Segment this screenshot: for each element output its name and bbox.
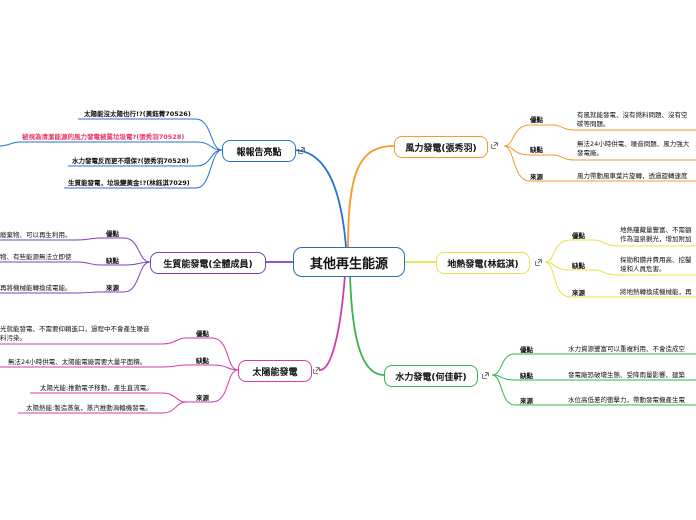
bio-source-text: 再將機械能轉換成電能。: [0, 284, 72, 292]
wind-advantage-line-1: 有風就能發電、沒有燃料問題、沒有空: [577, 111, 688, 119]
bio-source-label: 來源: [106, 284, 119, 292]
topic-wind-power[interactable]: 風力發電(張秀羽): [394, 136, 488, 158]
geo-advantage-text: 地熱蘊藏量豐富、不需額 作為溫泉觀光，增加附加: [620, 226, 692, 244]
root-topic-label: 其他再生能源: [309, 256, 388, 272]
solar-source-thermal: 太陽熱能:製造蒸氣，蒸汽推動渦輪機發電。: [26, 404, 152, 412]
wind-disadvantage-label: 缺點: [530, 146, 543, 154]
hydro-source-text: 水位高低差的衝擊力，帶動發電機產生電: [568, 396, 685, 404]
link-icon[interactable]: [298, 147, 305, 154]
link-icon[interactable]: [482, 372, 489, 379]
report-item-4[interactable]: 生質能發電，垃圾變黃金!?(林鈺淇7029): [68, 179, 190, 187]
report-item-3[interactable]: 水力發電反而更不環保?(張秀羽70528): [72, 157, 189, 165]
geo-disadvantage-line-2: 境和人員危害。: [620, 265, 666, 273]
topic-hydro-label: 水力發電(何佳軒): [395, 372, 467, 383]
topic-geothermal-power[interactable]: 地熱發電(林鈺淇): [436, 252, 530, 274]
wind-disadvantage-line-2: 發電廠。: [577, 149, 603, 157]
wind-disadvantage-line-1: 無法24小時供電、噪音問題、風力強大: [577, 140, 690, 148]
report-item-2[interactable]: 被視為清潔能源的風力發電被罵垃圾電?(張秀羽70528): [22, 133, 185, 141]
solar-advantage-text: 光就能發電、不需要仰賴進口，過程中不會產生噪音 料污染。: [0, 325, 150, 343]
wind-advantage-text: 有風就能發電、沒有燃料問題、沒有空 碳等問題。: [577, 111, 688, 129]
root-topic[interactable]: 其他再生能源: [293, 247, 405, 277]
hydro-disadvantage-text: 發電廠恐破壞生態、受降雨量影響、建築: [568, 371, 685, 379]
topic-biomass-power[interactable]: 生質能發電(全體成員): [150, 252, 266, 274]
geo-disadvantage-line-1: 探勘和鑽井費用高、挖鑿: [620, 256, 692, 264]
link-icon[interactable]: [491, 142, 498, 149]
topic-solar-power[interactable]: 太陽能發電: [238, 360, 312, 382]
solar-advantage-line-2: 料污染。: [0, 334, 26, 342]
geo-source-label: 來源: [572, 289, 585, 297]
link-icon[interactable]: [535, 259, 542, 266]
geo-advantage-line-2: 作為溫泉觀光，增加附加: [620, 235, 692, 243]
topic-geothermal-label: 地熱發電(林鈺淇): [447, 259, 519, 270]
geo-advantage-label: 優點: [572, 232, 585, 240]
wind-source-label: 來源: [530, 173, 543, 181]
solar-advantage-label: 優點: [196, 330, 209, 338]
solar-disadvantage-label: 缺點: [196, 357, 209, 365]
solar-disadvantage-text: 無法24小時供電、太陽能電廠需要大量平面積。: [8, 358, 147, 366]
geo-source-text: 將地熱轉換成機械能，再: [620, 288, 692, 296]
topic-solar-label: 太陽能發電: [252, 367, 298, 378]
topic-wind-label: 風力發電(張秀羽): [405, 143, 477, 154]
geo-advantage-line-1: 地熱蘊藏量豐富、不需額: [620, 226, 692, 234]
hydro-advantage-label: 優點: [520, 346, 533, 354]
wind-advantage-line-2: 碳等問題。: [577, 120, 610, 128]
solar-source-label: 來源: [196, 394, 209, 402]
wind-disadvantage-text: 無法24小時供電、噪音問題、風力強大 發電廠。: [577, 140, 689, 158]
link-icon[interactable]: [313, 367, 320, 374]
wind-source-text: 風力帶動風車葉片旋轉，透過旋轉速度: [577, 172, 688, 180]
topic-hydro-power[interactable]: 水力發電(何佳軒): [384, 365, 478, 387]
geo-disadvantage-text: 探勘和鑽井費用高、挖鑿 境和人員危害。: [620, 256, 692, 274]
topic-biomass-label: 生質能發電(全體成員): [163, 259, 253, 270]
hydro-disadvantage-label: 缺點: [520, 372, 533, 380]
bio-disadvantage-text: 物、有些能源無法立即使: [0, 253, 72, 261]
bio-advantage-text: 廢棄物、可以再生利用。: [0, 231, 72, 239]
hydro-advantage-text: 水力資源豐富可以重複利用、不會造成空: [568, 345, 685, 353]
bio-advantage-label: 優點: [106, 230, 119, 238]
wind-advantage-label: 優點: [530, 116, 543, 124]
geo-disadvantage-label: 缺點: [572, 262, 585, 270]
report-item-1[interactable]: 太陽能沒太陽也行!?(黃鈺菁70526): [84, 110, 191, 118]
solar-advantage-line-1: 光就能發電、不需要仰賴進口，過程中不會產生噪音: [0, 325, 150, 333]
bio-disadvantage-label: 缺點: [106, 257, 119, 265]
topic-report-label: 報報告亮點: [236, 147, 282, 158]
hydro-source-label: 來源: [520, 397, 533, 405]
topic-report-highlights[interactable]: 報報告亮點: [222, 140, 296, 162]
solar-source-photovoltaic: 太陽光能:推動電子移動，產生直流電。: [40, 384, 153, 392]
